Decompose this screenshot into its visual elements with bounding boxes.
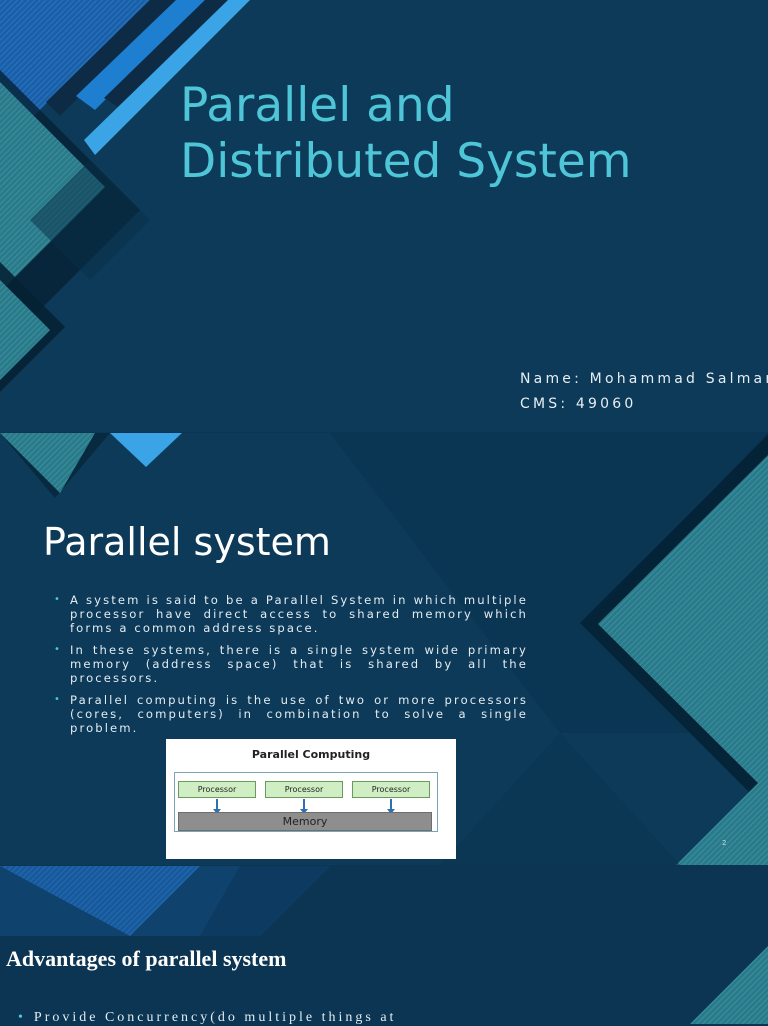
slide-background (0, 0, 768, 432)
arrow-down-icon (387, 799, 395, 814)
figure-title: Parallel Computing (251, 748, 371, 761)
slide-advantages (0, 866, 768, 1024)
page-number: 2 (722, 839, 727, 847)
author-cms: CMS: 49060 (520, 396, 637, 412)
slide-heading: Parallel system (43, 520, 331, 564)
parallel-computing-figure: Parallel Computing Processor Processor P… (166, 739, 456, 859)
bullet-text: Provide Concurrency(do multiple things a… (33, 1010, 397, 1025)
bullet-item: Parallel computing is the use of two or … (52, 693, 528, 735)
processor-box: Processor (352, 781, 430, 798)
slide-title: Parallel and Distributed System Name: Mo… (0, 0, 768, 432)
bullet-item: • Provide Concurrency(do multiple things … (18, 1010, 396, 1026)
author-name: Name: Mohammad Salman (520, 371, 768, 387)
memory-box: Memory (178, 812, 432, 831)
bullet-dot: • (18, 1010, 26, 1025)
bullet-list: A system is said to be a Parallel System… (52, 593, 528, 743)
processor-box: Processor (178, 781, 256, 798)
figure-frame (174, 772, 438, 832)
bullet-item: In these systems, there is a single syst… (52, 643, 528, 685)
arrow-down-icon (300, 799, 308, 814)
arrow-down-icon (213, 799, 221, 814)
title-line-2: Distributed System (180, 134, 632, 189)
slide-heading: Advantages of parallel system (6, 946, 287, 971)
slide-background (0, 866, 768, 1024)
processor-box: Processor (265, 781, 343, 798)
presentation-title: Parallel and Distributed System (180, 78, 632, 190)
title-line-1: Parallel and (180, 78, 455, 133)
bullet-item: A system is said to be a Parallel System… (52, 593, 528, 635)
